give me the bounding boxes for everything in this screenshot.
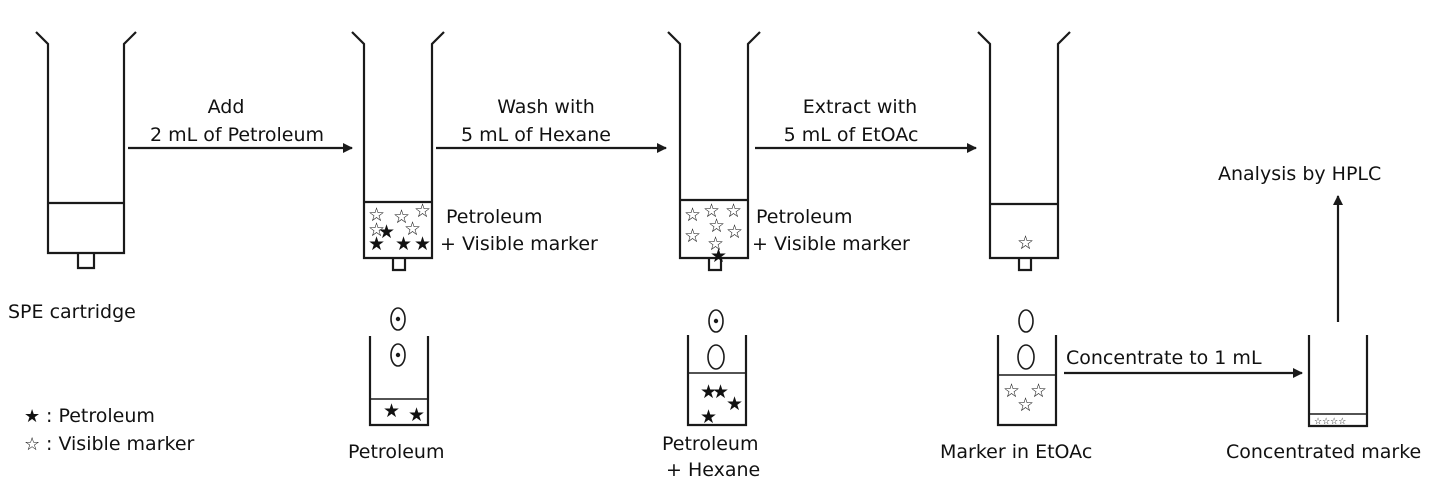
- legend-marker-label: : Visible marker: [46, 433, 195, 455]
- marker-star: ☆: [726, 221, 743, 243]
- legend: ★ : Petroleum ☆ : Visible marker: [24, 405, 195, 455]
- marker-star: ☆: [404, 218, 421, 240]
- petroleum-star: ★: [368, 233, 385, 255]
- extract-step-label-line2: 5 mL of EtOAc: [784, 124, 919, 146]
- petroleum-star: ★: [414, 233, 431, 255]
- vessel-marker-etoac-label: Marker in EtOAc: [940, 441, 1092, 463]
- petroleum-star: ★: [712, 381, 729, 403]
- vessel-petroleum: ★ ★: [368, 307, 430, 427]
- washed-cartridge-label-line1: Petroleum: [756, 206, 852, 228]
- marker-star: ☆: [1003, 380, 1020, 402]
- washed-cartridge-label-line2: + Visible marker: [752, 233, 910, 255]
- extract-step-label-line1: Extract with: [803, 96, 917, 118]
- cartridge-washed: ☆ ☆ ☆ ☆ ☆ ☆ ☆ ★: [667, 31, 761, 272]
- marker-star: ☆: [368, 219, 385, 241]
- petroleum-star: ★: [700, 406, 717, 428]
- vessel-petroleum-hexane-label-line1: Petroleum: [662, 433, 758, 455]
- vessel-concentrated: ☆☆☆☆: [1307, 335, 1369, 428]
- loaded-cartridge-label-line2: + Visible marker: [440, 233, 598, 255]
- marker-star: ☆: [707, 233, 724, 255]
- marker-star: ☆: [1017, 394, 1034, 416]
- marker-star: ☆: [684, 204, 701, 226]
- marker-star: ☆: [1030, 380, 1047, 402]
- loaded-cartridge-label-line1: Petroleum: [446, 206, 542, 228]
- marker-star: ☆: [1017, 232, 1034, 254]
- marker-star: ☆: [393, 206, 410, 228]
- add-step-label-line1: Add: [208, 96, 245, 118]
- marker-star: ☆: [368, 204, 385, 226]
- cartridge-extracted: ☆: [977, 31, 1071, 272]
- petroleum-star: ★: [726, 393, 743, 415]
- concentrate-step-label: Concentrate to 1 mL: [1066, 347, 1262, 369]
- petroleum-star: ★: [395, 233, 412, 255]
- marker-star: ☆: [703, 200, 720, 222]
- vessel-marker-etoac: ☆ ☆ ☆: [996, 309, 1058, 427]
- petroleum-star: ★: [700, 381, 717, 403]
- wash-step-label-line2: 5 mL of Hexane: [461, 124, 611, 146]
- petroleum-star: ★: [710, 245, 727, 267]
- analysis-step-label: Analysis by HPLC: [1218, 163, 1381, 185]
- marker-star: ☆☆☆☆: [1314, 417, 1346, 427]
- vessel-concentrated-label: Concentrated marke: [1226, 441, 1421, 463]
- legend-open-star-icon: ☆: [24, 434, 40, 455]
- cartridge-loaded: ☆ ☆ ☆ ☆ ☆ ★ ★ ★ ★: [351, 31, 445, 272]
- vessel-petroleum-hexane: ★ ★ ★ ★: [686, 309, 748, 428]
- marker-star: ☆: [414, 200, 431, 222]
- petroleum-star: ★: [378, 221, 395, 243]
- vessel-petroleum-hexane-label-line2: + Hexane: [666, 459, 760, 479]
- legend-petroleum-label: : Petroleum: [46, 405, 155, 427]
- petroleum-star: ★: [383, 400, 400, 422]
- marker-star: ☆: [684, 225, 701, 247]
- legend-solid-star-icon: ★: [24, 406, 40, 427]
- marker-star: ☆: [725, 200, 742, 222]
- wash-step-label-line1: Wash with: [497, 96, 595, 118]
- vessel-petroleum-label: Petroleum: [348, 441, 444, 463]
- marker-star: ☆: [708, 215, 725, 237]
- spe-cartridge-label: SPE cartridge: [8, 301, 136, 323]
- spe-cartridge-empty: [35, 31, 137, 270]
- add-step-label-line2: 2 mL of Petroleum: [150, 124, 324, 146]
- petroleum-star: ★: [408, 404, 425, 426]
